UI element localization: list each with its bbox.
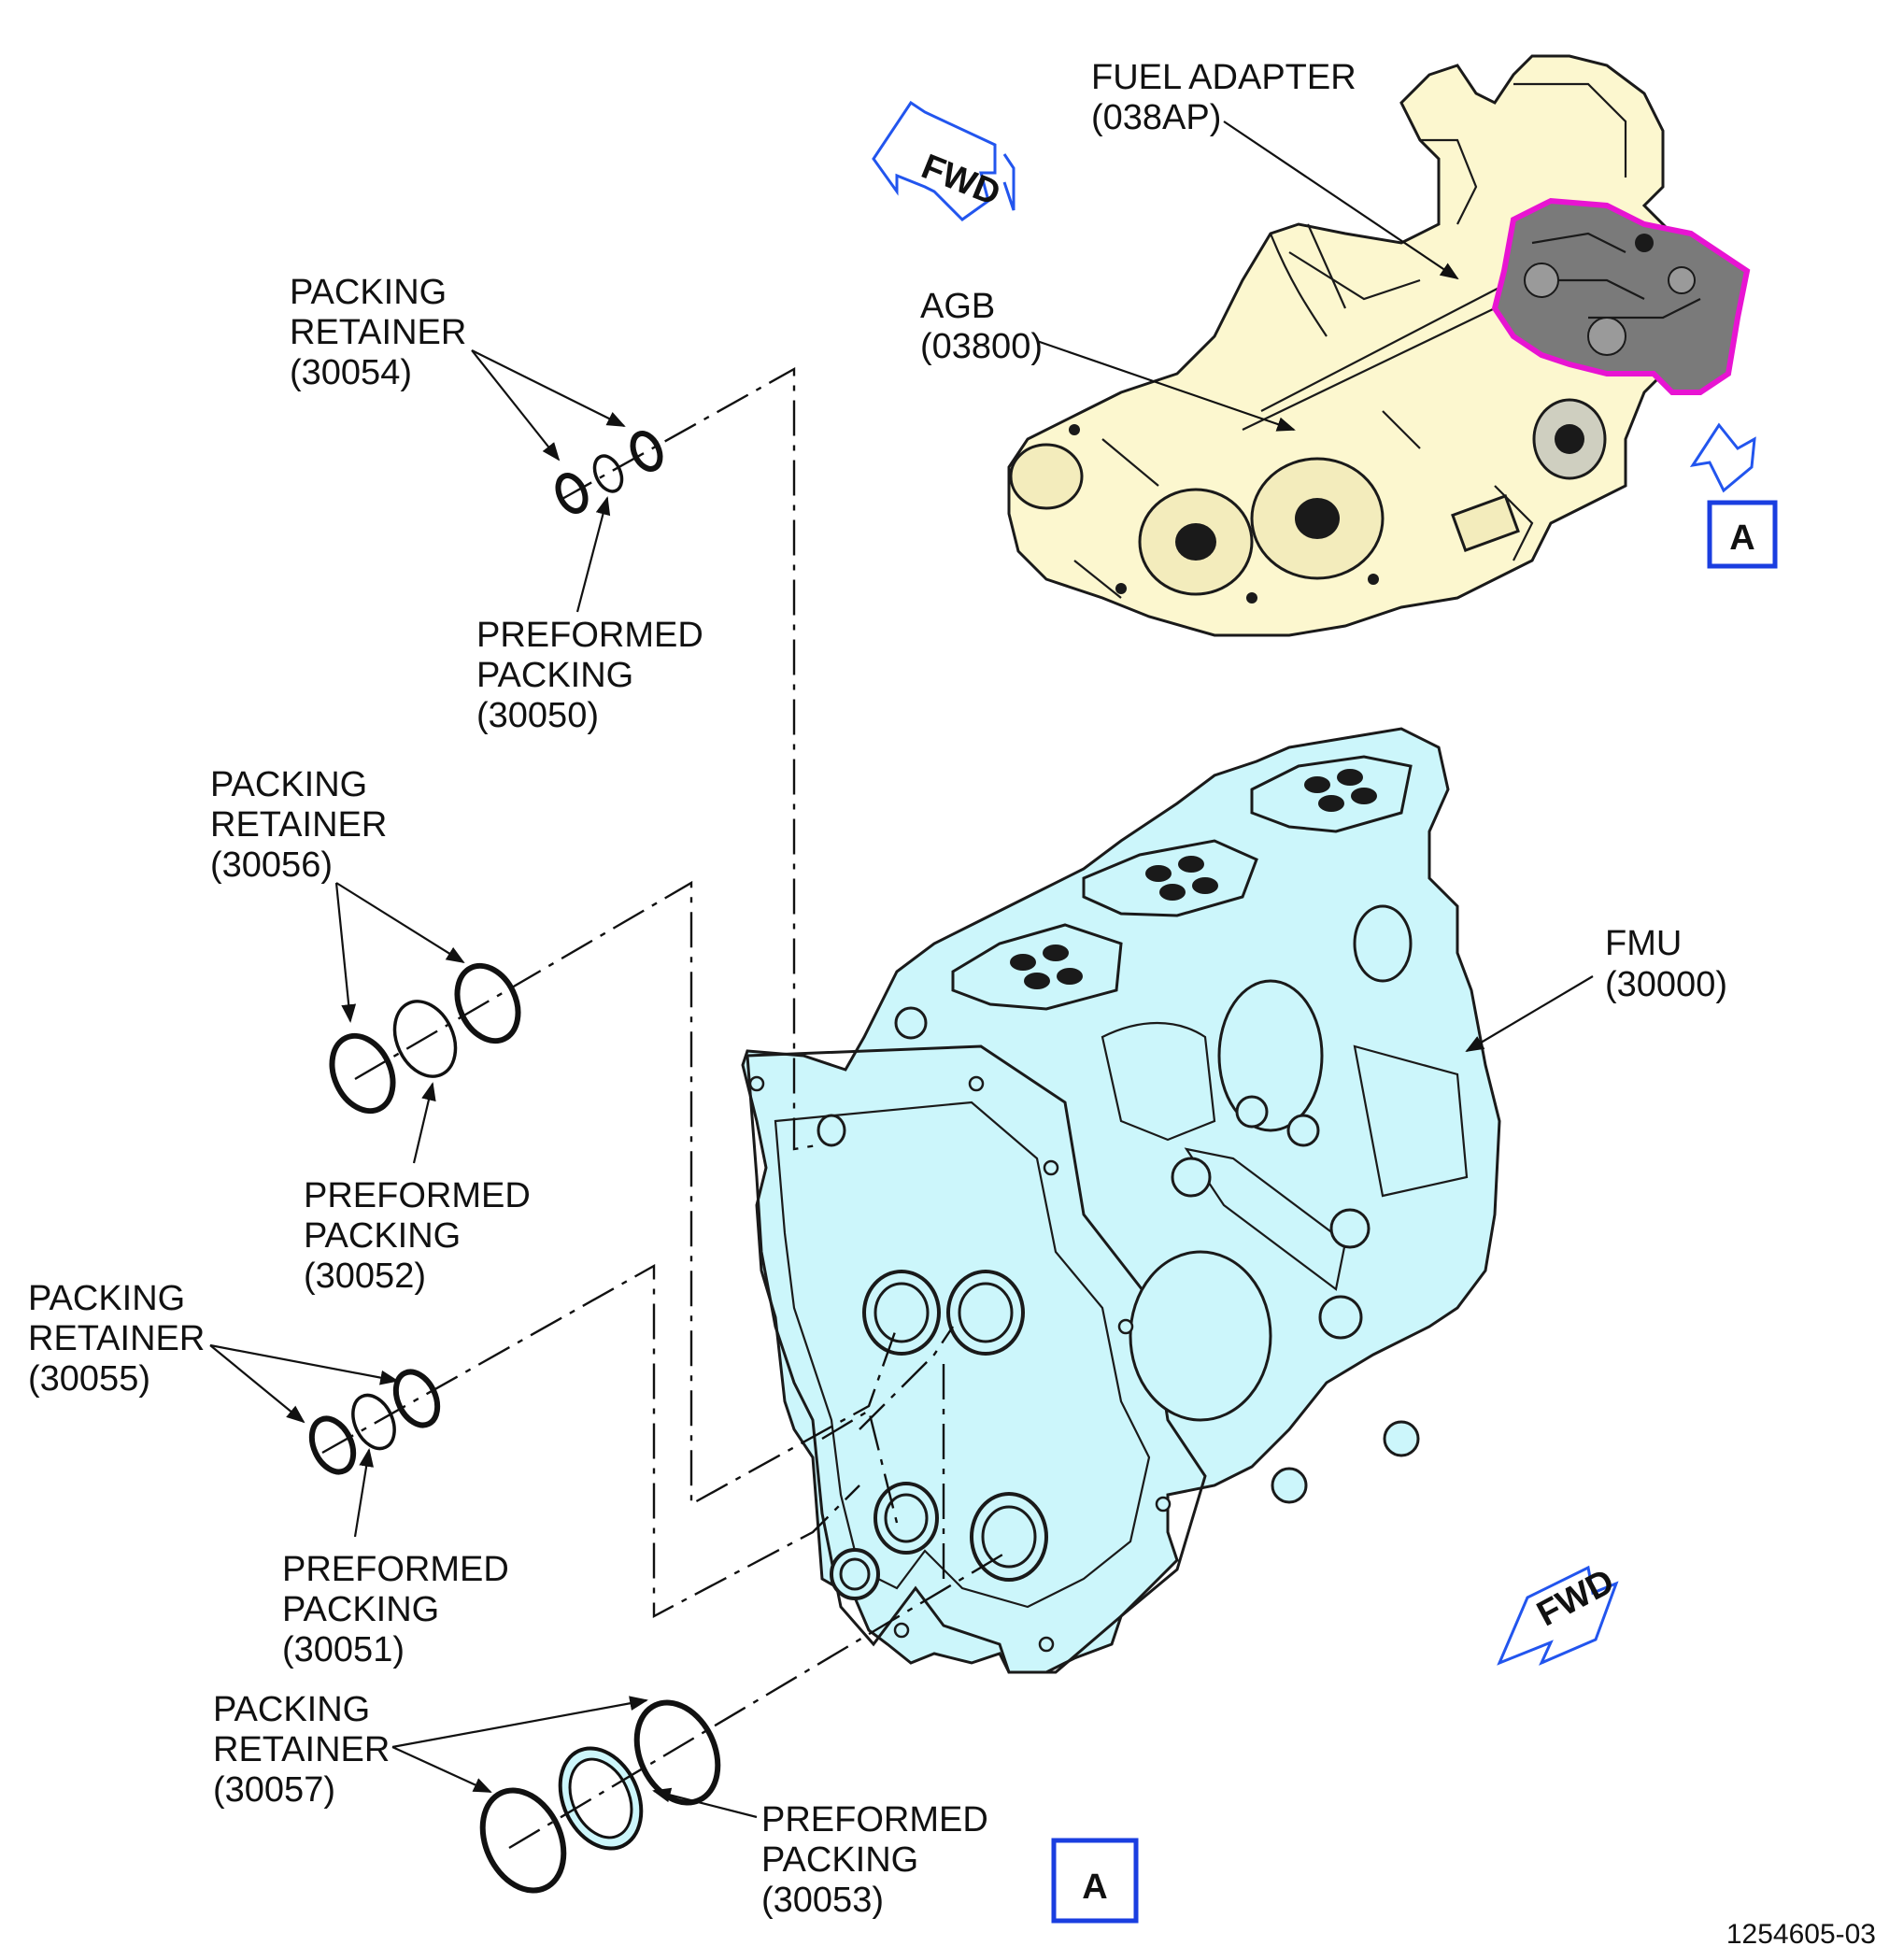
packing-group-30054 [555, 431, 663, 514]
label-packing-30051: PREFORMED PACKING (30051) [282, 1550, 509, 1669]
packing-30053-line1: PREFORMED [761, 1800, 988, 1839]
view-marker-top-label: A [1729, 518, 1754, 558]
label-agb: AGB (03800) [920, 287, 1043, 366]
fmu-ref: (30000) [1605, 965, 1727, 1004]
agb-name: AGB [920, 287, 995, 326]
retainer-30057-line2: RETAINER [213, 1730, 390, 1769]
retainer-30055-ref: (30055) [28, 1359, 150, 1399]
leader-lines [209, 121, 1594, 1819]
packing-30052-line2: PACKING [304, 1216, 461, 1256]
packing-30050-ref: (30050) [476, 696, 599, 735]
packing-group-30057 [479, 1699, 721, 1894]
retainer-30054-ref: (30054) [290, 353, 412, 392]
retainer-30056-ref: (30056) [210, 845, 333, 885]
agb-ref: (03800) [920, 327, 1043, 366]
packing-retainer-30057-ring-b [633, 1699, 721, 1806]
packing-group-30055 [308, 1369, 441, 1475]
packing-30053-line2: PACKING [761, 1840, 918, 1880]
fmu-highlight-region [1491, 197, 1751, 395]
packing-retainer-30057-ring-a [479, 1787, 567, 1894]
label-fuel-adapter: FUEL ADAPTER (038AP) [1091, 58, 1356, 137]
packing-30050-line1: PREFORMED [476, 616, 703, 655]
label-retainer-30054: PACKING RETAINER (30054) [290, 273, 466, 392]
figure-number: 1254605-03 [1726, 1919, 1876, 1950]
view-arrow-up-icon [1689, 422, 1756, 493]
fwd-arrow-top: FWD [872, 100, 1016, 221]
view-marker-bottom: A [1051, 1838, 1139, 1924]
view-marker-top: A [1707, 500, 1778, 569]
label-packing-30053: PREFORMED PACKING (30053) [761, 1800, 988, 1920]
packing-group-30056 [329, 962, 521, 1115]
retainer-30054-line1: PACKING [290, 273, 447, 312]
label-retainer-30055: PACKING RETAINER (30055) [28, 1279, 205, 1399]
packing-30050-line2: PACKING [476, 656, 633, 695]
packing-retainer-30056-ring-a [329, 1032, 396, 1115]
agb-engine-illustration [1007, 54, 1751, 637]
label-fmu: FMU (30000) [1605, 924, 1727, 1004]
assembly-centerlines [321, 366, 1010, 1850]
packing-retainer-30054-ring-b [630, 431, 663, 472]
packing-30053-ref: (30053) [761, 1881, 884, 1920]
fuel-adapter-name: FUEL ADAPTER [1091, 58, 1356, 97]
retainer-30055-line2: RETAINER [28, 1319, 205, 1358]
packing-30052-ref: (30052) [304, 1257, 426, 1296]
retainer-30056-line1: PACKING [210, 765, 367, 804]
label-packing-30052: PREFORMED PACKING (30052) [304, 1176, 531, 1296]
retainer-30057-ref: (30057) [213, 1770, 335, 1810]
fmu-body [741, 727, 1501, 1674]
packing-30051-line1: PREFORMED [282, 1550, 509, 1589]
retainer-30057-line1: PACKING [213, 1690, 370, 1729]
packing-retainer-30056-ring-b [454, 962, 521, 1044]
fwd-arrow-bottom: FWD [1497, 1562, 1621, 1666]
preformed-packing-30052-ring [392, 1000, 458, 1078]
view-marker-bottom-label: A [1082, 1868, 1107, 1907]
packing-30051-line2: PACKING [282, 1590, 439, 1629]
packing-30051-ref: (30051) [282, 1630, 405, 1669]
label-retainer-30056: PACKING RETAINER (30056) [210, 765, 387, 885]
label-retainer-30057: PACKING RETAINER (30057) [213, 1690, 390, 1810]
retainer-30055-line1: PACKING [28, 1279, 185, 1318]
preformed-packing-30050-ring [592, 454, 624, 493]
retainer-30054-line2: RETAINER [290, 313, 466, 352]
fuel-adapter-ref: (038AP) [1091, 98, 1221, 137]
retainer-30056-line2: RETAINER [210, 805, 387, 845]
label-packing-30050: PREFORMED PACKING (30050) [476, 616, 703, 735]
packing-30052-line1: PREFORMED [304, 1176, 531, 1215]
fmu-name: FMU [1605, 924, 1682, 963]
fmu-illustration [741, 727, 1501, 1674]
